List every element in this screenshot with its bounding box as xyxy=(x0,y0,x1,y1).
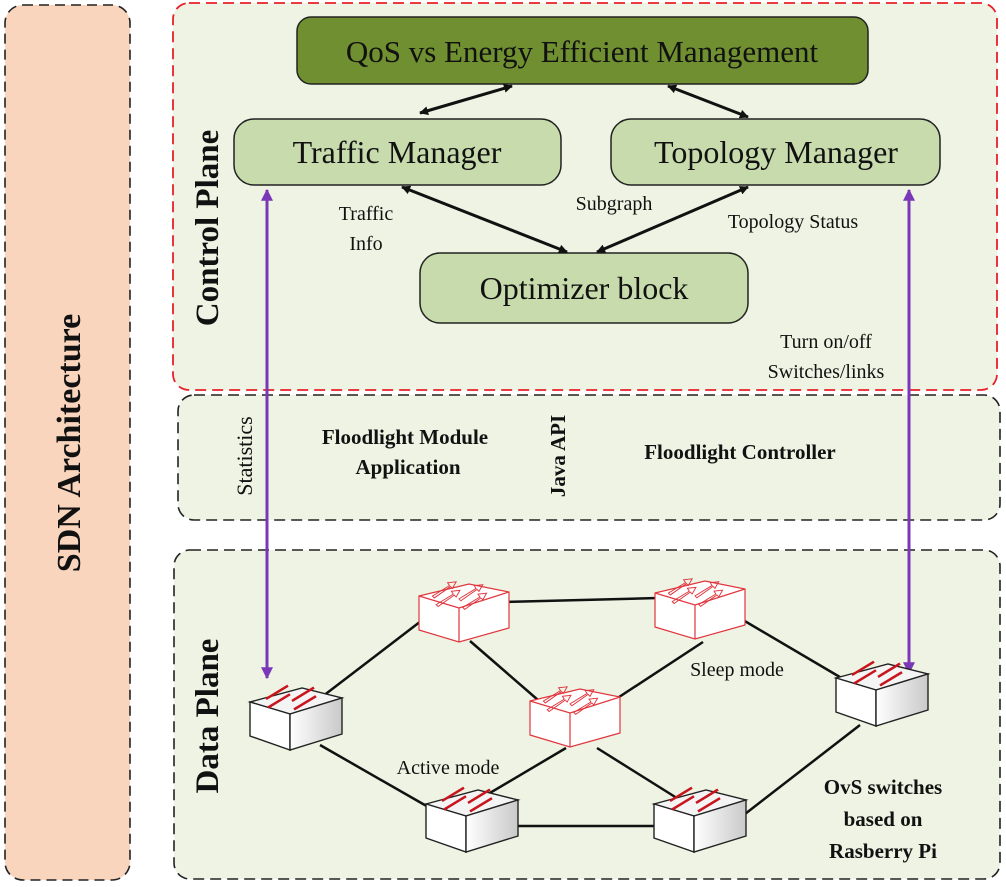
sdn-architecture-label: SDN Architecture xyxy=(51,314,88,572)
turn-on-off-label-line2: Switches/links xyxy=(768,361,885,383)
arrow-topology-optimizer xyxy=(596,185,749,254)
java-api-label: Java API xyxy=(546,415,570,497)
switch-sleep-center-icon xyxy=(529,686,621,748)
controller-layer-region xyxy=(177,394,1001,521)
control-plane-label: Control Plane xyxy=(190,130,226,326)
switch-sleep-top-left-icon xyxy=(418,581,510,643)
subgraph-label: Subgraph xyxy=(576,193,653,215)
optimizer-block-label: Optimizer block xyxy=(480,270,689,306)
switch-sleep-top-right-icon xyxy=(654,578,746,640)
control-plane-region xyxy=(172,2,998,391)
traffic-manager-box xyxy=(233,118,562,186)
arrow-traffic-optimizer xyxy=(401,185,568,254)
statistics-label: Statistics xyxy=(232,416,257,495)
network-links xyxy=(309,596,861,828)
ovs-switches-label-line2: based on xyxy=(844,807,923,831)
floodlight-module-label-line1: Floodlight Module xyxy=(322,425,488,449)
ovs-switches-label-line1: OvS switches xyxy=(824,775,942,799)
optimizer-block-box xyxy=(419,252,749,324)
switch-active-left-icon xyxy=(247,684,345,751)
floodlight-controller-label: Floodlight Controller xyxy=(644,440,836,464)
active-mode-label: Active mode xyxy=(397,757,500,779)
sleep-mode-label: Sleep mode xyxy=(690,659,784,681)
topology-manager-box xyxy=(610,118,941,186)
qos-energy-box xyxy=(296,16,869,85)
traffic-info-label-line1: Traffic xyxy=(339,203,394,225)
floodlight-module-label-line2: Application xyxy=(355,455,460,479)
turn-on-off-label-line1: Turn on/off xyxy=(780,331,872,353)
ovs-switches-label-line3: Rasberry Pi xyxy=(829,839,937,863)
traffic-manager-label: Traffic Manager xyxy=(293,134,502,170)
topology-manager-label: Topology Manager xyxy=(654,134,898,170)
sdn-architecture-panel xyxy=(4,4,131,881)
arrow-qos-traffic xyxy=(419,83,513,116)
qos-energy-label: QoS vs Energy Efficient Management xyxy=(346,34,819,69)
topology-status-label: Topology Status xyxy=(728,211,858,233)
data-plane-label: Data Plane xyxy=(190,639,226,794)
switch-active-bottom-left-icon xyxy=(423,786,521,853)
switch-active-right-icon xyxy=(833,660,931,727)
switch-active-bottom-right-icon xyxy=(651,786,749,853)
arrow-qos-topology xyxy=(667,84,749,119)
traffic-info-label-line2: Info xyxy=(349,233,382,255)
